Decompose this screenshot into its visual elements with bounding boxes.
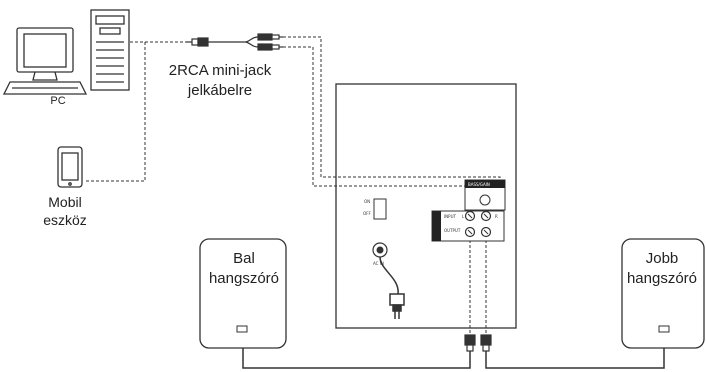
- smartphone-icon: [57, 146, 83, 188]
- power-socket: AC IN: [372, 242, 388, 266]
- cable-icon: [186, 33, 283, 51]
- input-label: INPUT: [444, 214, 457, 219]
- right-speaker-label-line2: hangszóró: [626, 270, 698, 287]
- monitor-icon: [2, 27, 88, 95]
- control-panel: BASS/GAIN INPUT OUTPUT L R: [431, 179, 506, 242]
- mobile-label-line1: Mobil: [48, 194, 82, 210]
- cable-label-line1: 2RCA mini-jack: [168, 62, 272, 79]
- mobile-label: Mobil eszköz: [30, 193, 100, 229]
- right-speaker-label-line1: Jobb: [645, 250, 679, 267]
- signal-lines: [84, 36, 501, 335]
- bass-label: BASS/GAIN: [468, 182, 490, 187]
- pc-label: PC: [50, 95, 66, 107]
- cable-label: 2RCA mini-jack jelkábelre: [150, 61, 290, 101]
- right-speaker: [621, 238, 705, 349]
- right-speaker-label: Jobb hangszóró: [617, 249, 706, 289]
- output-label: OUTPUT: [444, 228, 461, 233]
- power-plug-icon: [379, 256, 405, 319]
- cable-label-line2: jelkábelre: [187, 82, 253, 99]
- switch-off-label: OFF: [363, 211, 371, 216]
- power-switch[interactable]: ON OFF: [363, 198, 387, 220]
- speaker-rca-plugs: [464, 334, 492, 352]
- left-speaker-label-line1: Bal: [233, 250, 255, 267]
- ac-in-label: AC IN: [373, 261, 384, 266]
- input-l-label: L: [462, 214, 465, 219]
- volume-knob[interactable]: [479, 194, 491, 206]
- subwoofer-body: [335, 83, 517, 329]
- pc-tower-icon: [90, 9, 130, 91]
- speaker-cables: [242, 334, 665, 369]
- left-speaker-label-line2: hangszóró: [208, 270, 280, 287]
- switch-on-label: ON: [364, 199, 370, 204]
- mobile-label-line2: eszköz: [43, 212, 87, 228]
- left-speaker-label: Bal hangszóró: [201, 249, 287, 289]
- input-r-label: R: [495, 214, 498, 219]
- left-speaker: [199, 238, 287, 349]
